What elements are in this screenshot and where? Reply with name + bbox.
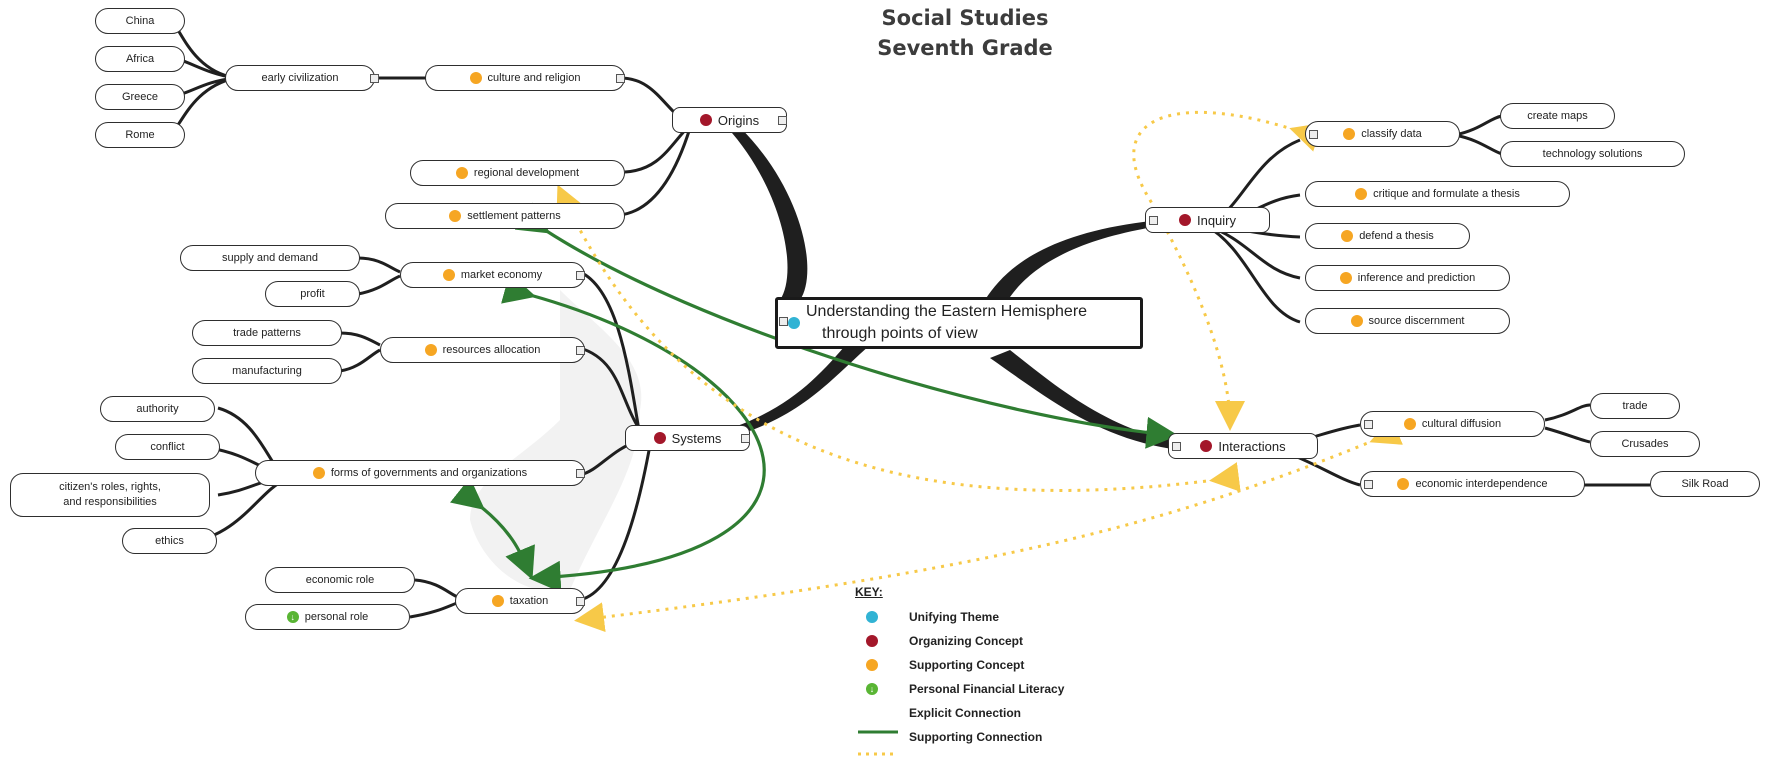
collapse-toggle-icon[interactable] (616, 74, 625, 83)
main-branches (720, 118, 1180, 450)
legend-row-supporting-connection: Supporting Connection (909, 730, 1043, 744)
node-forms-of-governments[interactable]: forms of governments and organizations (255, 460, 585, 486)
node-conflict[interactable]: conflict (115, 434, 220, 460)
node-economic-interdependence[interactable]: economic interdependence (1360, 471, 1585, 497)
collapse-toggle-icon[interactable] (778, 116, 787, 125)
collapse-toggle-icon[interactable] (370, 74, 379, 83)
unifying-dot-icon (788, 317, 800, 329)
node-resources-allocation[interactable]: resources allocation (380, 337, 585, 363)
organizing-dot-icon (1178, 214, 1191, 226)
node-technology-solutions[interactable]: technology solutions (1500, 141, 1685, 167)
supporting-dot-icon (442, 269, 455, 281)
organizing-dot-icon (866, 635, 878, 647)
collapse-toggle-icon[interactable] (1364, 420, 1373, 429)
node-trade-patterns[interactable]: trade patterns (192, 320, 342, 346)
branch-origins (720, 118, 808, 300)
supporting-dot-icon (1350, 315, 1363, 327)
collapse-toggle-icon[interactable] (576, 346, 585, 355)
collapse-toggle-icon[interactable] (576, 271, 585, 280)
node-defend-thesis[interactable]: defend a thesis (1305, 223, 1470, 249)
supporting-dot-icon (1397, 478, 1410, 490)
supporting-dot-icon (312, 467, 325, 479)
node-origins[interactable]: Origins (672, 107, 787, 133)
node-greece[interactable]: Greece (95, 84, 185, 110)
node-crusades[interactable]: Crusades (1590, 431, 1700, 457)
collapse-toggle-icon[interactable] (1309, 130, 1318, 139)
legend-row-supporting: Supporting Concept (855, 653, 1064, 677)
systems-shade (470, 290, 642, 592)
node-china[interactable]: China (95, 8, 185, 34)
node-supply-demand[interactable]: supply and demand (180, 245, 360, 271)
collapse-toggle-icon[interactable] (576, 469, 585, 478)
branch-interactions (990, 350, 1180, 450)
title-line-1: Social Studies (881, 6, 1049, 30)
legend: KEY: Unifying Theme Organizing Concept S… (855, 585, 1064, 749)
unifying-dot-icon (866, 611, 878, 623)
node-market-economy[interactable]: market economy (400, 262, 585, 288)
node-early-civilization[interactable]: early civilization (225, 65, 375, 91)
node-classify-data[interactable]: classify data (1305, 121, 1460, 147)
supporting-dot-icon (455, 167, 468, 179)
node-inference-prediction[interactable]: inference and prediction (1305, 265, 1510, 291)
supporting-dot-icon (469, 72, 482, 84)
collapse-toggle-icon[interactable] (779, 317, 788, 326)
node-systems[interactable]: Systems (625, 425, 750, 451)
supporting-connections (556, 110, 1403, 633)
legend-row-pfl: ↓Personal Financial Literacy (855, 677, 1064, 701)
node-africa[interactable]: Africa (95, 46, 185, 72)
collapse-toggle-icon[interactable] (1149, 216, 1158, 225)
pfl-arrow-icon: ↓ (286, 611, 299, 623)
legend-heading: KEY: (855, 585, 883, 599)
branch-inquiry (985, 220, 1160, 305)
supporting-dot-icon (491, 595, 504, 607)
node-silk-road[interactable]: Silk Road (1650, 471, 1760, 497)
node-source-discernment[interactable]: source discernment (1305, 308, 1510, 334)
organizing-dot-icon (653, 432, 666, 444)
node-culture-religion[interactable]: culture and religion (425, 65, 625, 91)
supporting-dot-icon (1355, 188, 1368, 200)
node-economic-role[interactable]: economic role (265, 567, 415, 593)
node-citizens-roles[interactable]: citizen's roles, rights,and responsibili… (10, 473, 210, 517)
center-line-2: through points of view (822, 325, 978, 342)
supporting-dot-icon (1343, 128, 1356, 140)
supporting-dot-icon (1341, 230, 1354, 242)
node-rome[interactable]: Rome (95, 122, 185, 148)
legend-row-organizing: Organizing Concept (855, 629, 1064, 653)
node-critique-thesis[interactable]: critique and formulate a thesis (1305, 181, 1570, 207)
legend-row-explicit: Explicit Connection (909, 706, 1022, 720)
supporting-dot-icon (424, 344, 437, 356)
node-interactions[interactable]: Interactions (1168, 433, 1318, 459)
collapse-toggle-icon[interactable] (1364, 480, 1373, 489)
supporting-dot-icon (1403, 418, 1416, 430)
node-inquiry[interactable]: Inquiry (1145, 207, 1270, 233)
node-authority[interactable]: authority (100, 396, 215, 422)
legend-row-unifying: Unifying Theme (855, 605, 1064, 629)
node-manufacturing[interactable]: manufacturing (192, 358, 342, 384)
node-settlement-patterns[interactable]: settlement patterns (385, 203, 625, 229)
center-node[interactable]: Understanding the Eastern Hemisphere thr… (775, 297, 1143, 349)
collapse-toggle-icon[interactable] (741, 434, 750, 443)
node-ethics[interactable]: ethics (122, 528, 217, 554)
supporting-dot-icon (1339, 272, 1352, 284)
organizing-dot-icon (1200, 440, 1213, 452)
node-personal-role[interactable]: ↓personal role (245, 604, 410, 630)
supporting-dot-icon (449, 210, 462, 222)
supporting-dot-icon (866, 659, 878, 671)
center-line-1: Understanding the Eastern Hemisphere (806, 303, 1088, 320)
collapse-toggle-icon[interactable] (1172, 442, 1181, 451)
node-regional-development[interactable]: regional development (410, 160, 625, 186)
node-trade[interactable]: trade (1590, 393, 1680, 419)
organizing-dot-icon (699, 114, 712, 126)
node-create-maps[interactable]: create maps (1500, 103, 1615, 129)
title-line-2: Seventh Grade (877, 36, 1053, 60)
pfl-arrow-icon: ↓ (866, 683, 878, 695)
node-cultural-diffusion[interactable]: cultural diffusion (1360, 411, 1545, 437)
node-taxation[interactable]: taxation (455, 588, 585, 614)
collapse-toggle-icon[interactable] (576, 597, 585, 606)
node-profit[interactable]: profit (265, 281, 360, 307)
